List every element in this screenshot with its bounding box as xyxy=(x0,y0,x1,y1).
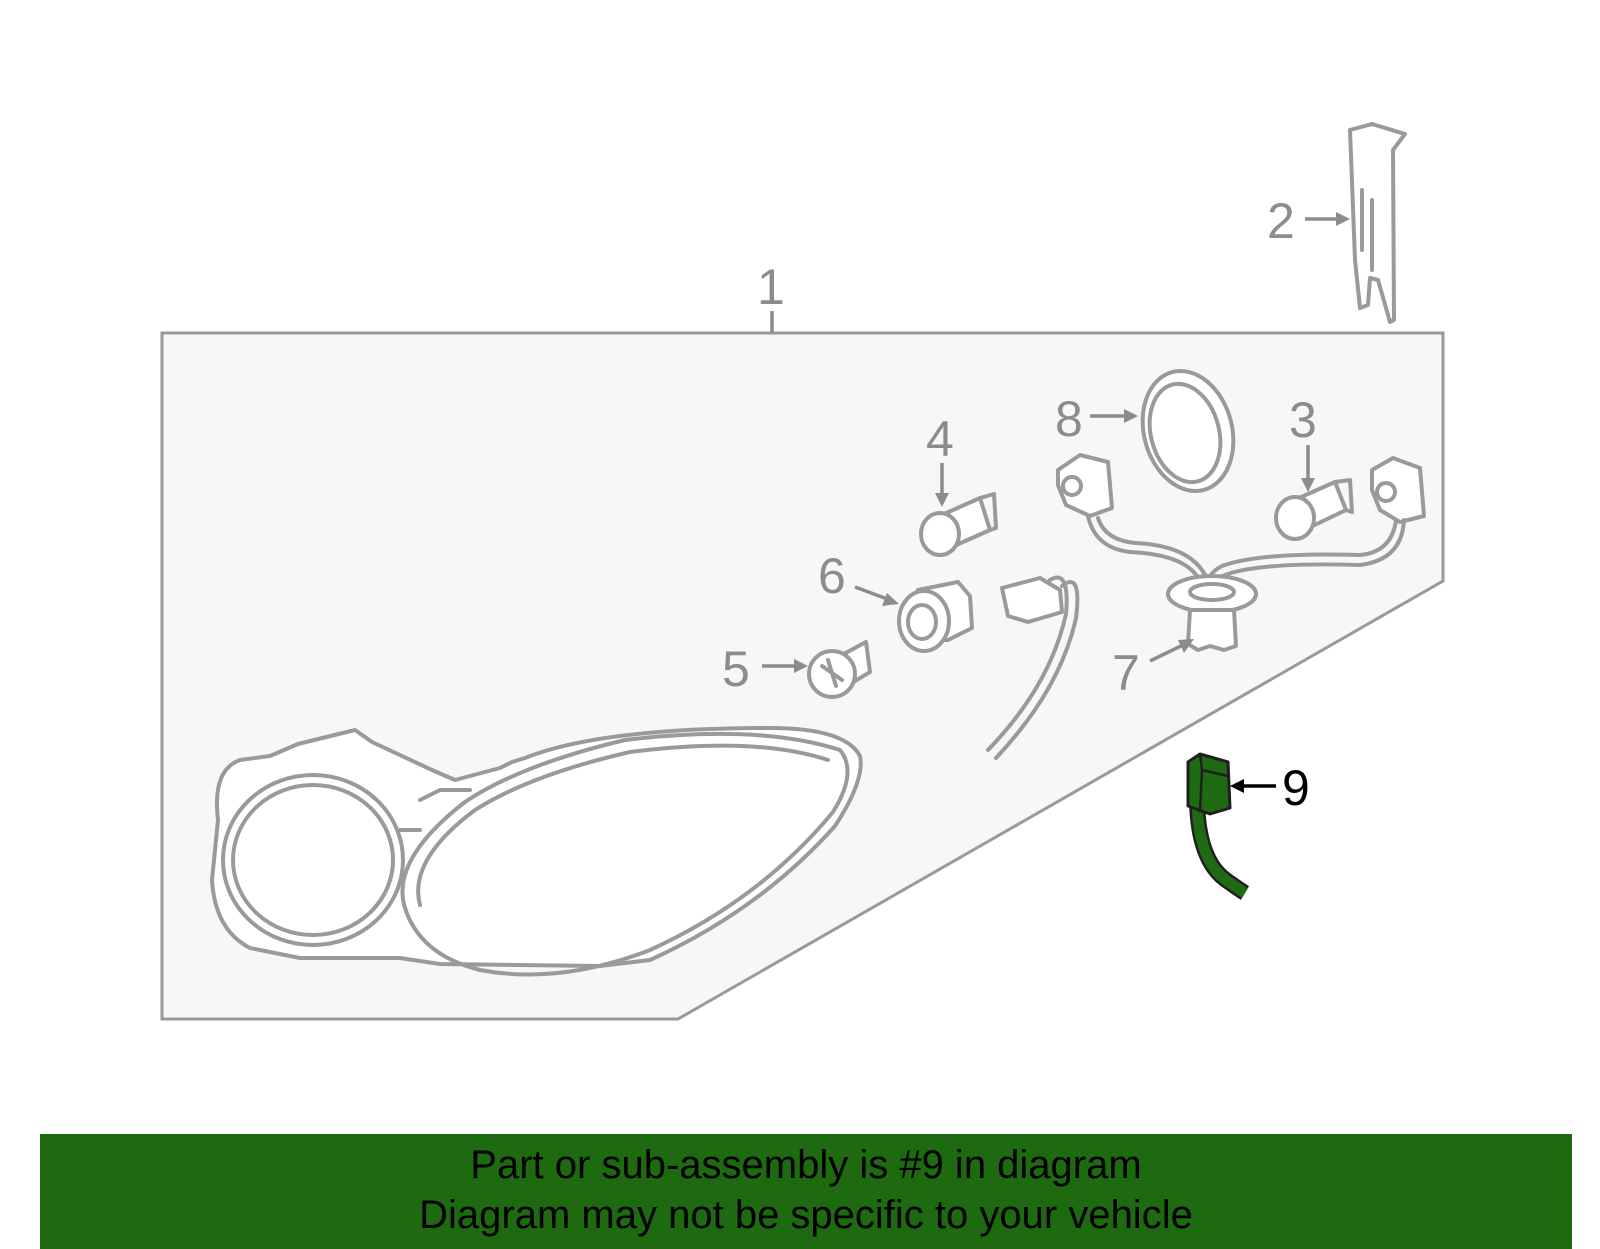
part-9-connector-pigtail xyxy=(1186,752,1250,900)
callout-2: 2 xyxy=(1267,193,1295,249)
callout-4: 4 xyxy=(926,411,954,467)
part-8-grommet xyxy=(1140,368,1236,494)
part-7-socket-harness xyxy=(1056,453,1426,652)
banner-line-2: Diagram may not be specific to your vehi… xyxy=(419,1193,1193,1237)
callout-5: 5 xyxy=(722,641,750,697)
callout-3: 3 xyxy=(1289,392,1317,448)
callout-7: 7 xyxy=(1112,645,1140,701)
info-banner: Part or sub-assembly is #9 in diagram Di… xyxy=(40,1134,1572,1249)
part-1-headlamp xyxy=(210,726,863,977)
part-6-socket xyxy=(897,580,974,653)
callout-8: 8 xyxy=(1055,391,1083,447)
callout-1: 1 xyxy=(757,259,785,315)
callout-6: 6 xyxy=(818,548,846,604)
callout-9: 9 xyxy=(1282,760,1310,816)
connector-cable xyxy=(986,575,1080,760)
banner-line-1: Part or sub-assembly is #9 in diagram xyxy=(470,1143,1142,1187)
part-2-bracket xyxy=(1348,122,1407,324)
part-4-bulb xyxy=(919,492,998,557)
part-3-bulb xyxy=(1274,478,1354,541)
part-5-bulb xyxy=(807,640,872,699)
